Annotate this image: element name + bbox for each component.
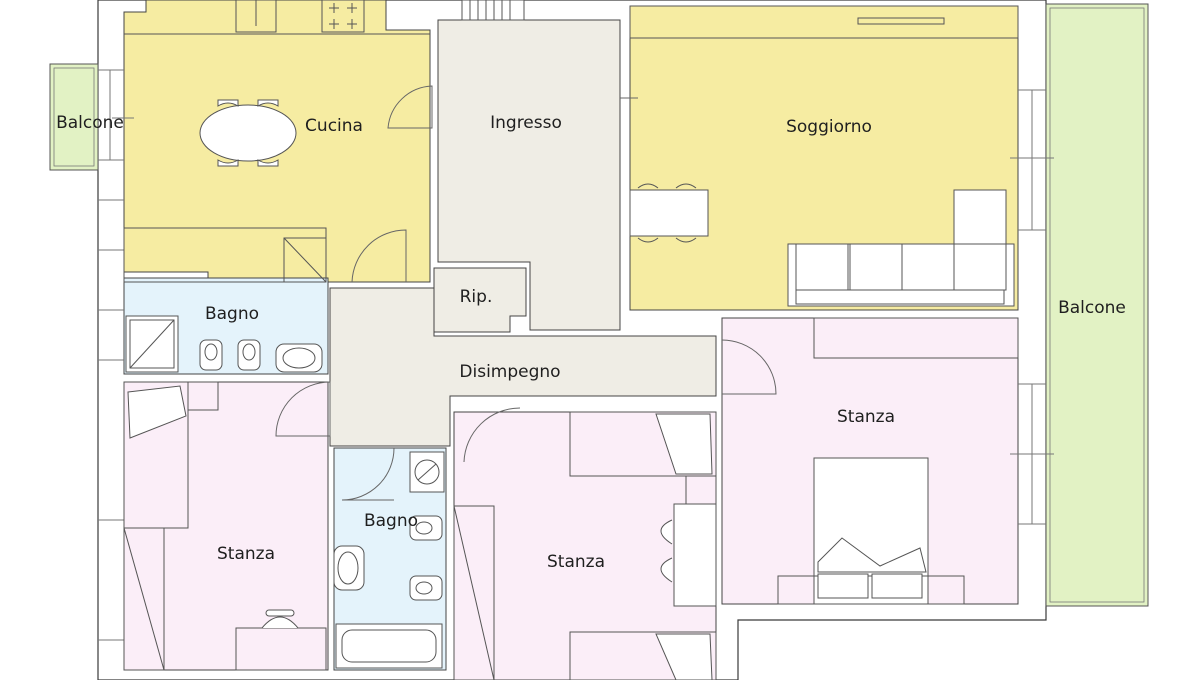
sink-bottom (333, 545, 365, 591)
shower-bottom (409, 451, 445, 493)
label-stanza-right: Stanza (837, 407, 895, 427)
label-cucina: Cucina (305, 116, 363, 136)
dining-table-kitchen (199, 99, 297, 167)
shower-top (125, 315, 179, 373)
toilet-bottom (409, 575, 443, 601)
room-disimpegno (329, 287, 717, 447)
desk-stanza-left (235, 609, 327, 671)
bathtub (335, 623, 443, 669)
label-disimpegno: Disimpegno (459, 362, 560, 382)
wardrobe-stanza-middle (453, 505, 495, 680)
sofa (787, 189, 1015, 307)
room-ingresso (437, 19, 621, 331)
label-bagno-top: Bagno (205, 304, 259, 324)
room-stanza-left (123, 381, 329, 671)
bed-stanza-middle (569, 411, 717, 680)
room-balcone-right (1045, 3, 1149, 607)
doors (275, 85, 777, 501)
label-stanza-middle: Stanza (547, 552, 605, 572)
label-bagno-bottom: Bagno (364, 511, 418, 531)
wardrobe-stanza-left (123, 527, 165, 671)
desk-stanza-middle (660, 503, 717, 607)
windows (98, 69, 1054, 641)
toilet-top (199, 339, 223, 371)
label-ingresso: Ingresso (490, 113, 562, 133)
bidet-top (237, 339, 261, 371)
room-balcone-left (49, 63, 99, 171)
kitchen-counter (123, 0, 430, 283)
label-balcone-right: Balcone (1058, 298, 1126, 318)
bidet-bottom (409, 515, 443, 541)
dining-table-soggiorno (629, 183, 709, 243)
entrance-opening (461, 0, 525, 21)
double-bed (777, 457, 965, 605)
sink-top (275, 343, 323, 373)
label-balcone-left: Balcone (56, 113, 124, 133)
label-stanza-left: Stanza (217, 544, 275, 564)
label-soggiorno: Soggiorno (786, 117, 872, 137)
wardrobe-stanza-right (813, 317, 1019, 359)
label-ripostiglio: Rip. (460, 287, 493, 307)
tv-unit (629, 5, 1019, 39)
